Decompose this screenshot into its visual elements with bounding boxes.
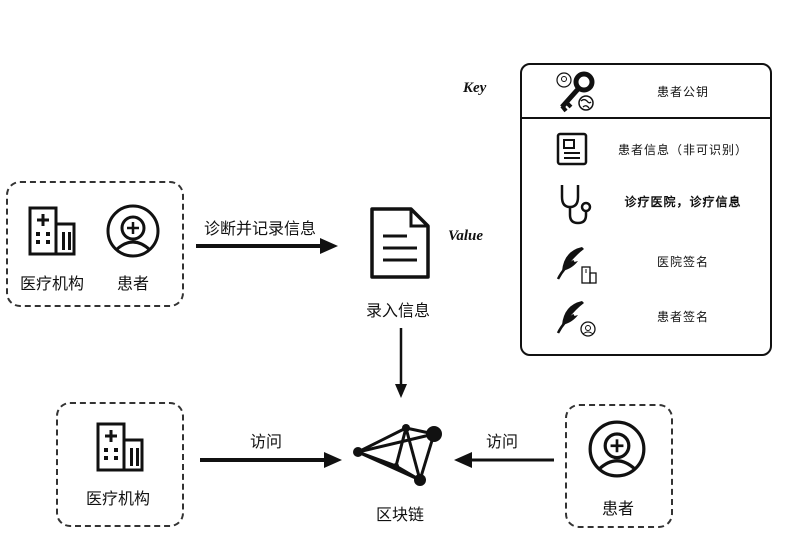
legend-key-text: 患者公钥 [656,85,709,99]
bottom-left-institution-label: 医疗机构 [86,489,151,508]
key-value-legend: 患者公钥 患者信息（非可识别） 诊疗医院，诊疗信息 医院签名 患者签名 [520,63,772,356]
legend-divider [522,117,770,119]
key-title: Key [463,80,487,96]
legend-value-row-4: 患者签名 [656,310,709,324]
stethoscope-icon [560,185,592,225]
record-to-blockchain-arrow [395,328,407,398]
top-left-patient-label: 患者 [117,274,150,293]
record-info-label: 录入信息 [366,301,431,320]
hospital-icon [28,206,76,256]
top-left-group [6,181,184,307]
blockchain-label: 区块链 [376,505,425,524]
right-access-label: 访问 [486,432,519,451]
patient-public-key-icon [556,71,595,113]
patient-info-card-icon [556,132,588,166]
legend-value-row-3: 医院签名 [656,255,709,269]
hospital-signature-icon [556,247,597,284]
legend-value-row-2: 诊疗医院，诊疗信息 [624,195,742,209]
document-icon [370,207,430,279]
blockchain-network-icon [353,424,442,486]
bottom-right-patient-label: 患者 [602,499,635,518]
diagnose-arrow [196,238,338,254]
bottom-right-group [565,404,673,528]
legend-value-row-1: 患者信息（非可识别） [617,143,748,157]
left-access-label: 访问 [250,432,283,451]
bottom-left-group [56,402,184,527]
top-left-institution-label: 医疗机构 [20,274,85,293]
patient-signature-icon [556,301,596,337]
left-access-arrow [200,452,342,468]
diagnose-record-label: 诊断并记录信息 [204,219,317,238]
patient-icon [106,204,160,258]
patient-icon [588,420,646,478]
right-access-arrow [454,452,554,468]
value-title: Value [448,228,484,244]
hospital-icon [96,422,144,472]
